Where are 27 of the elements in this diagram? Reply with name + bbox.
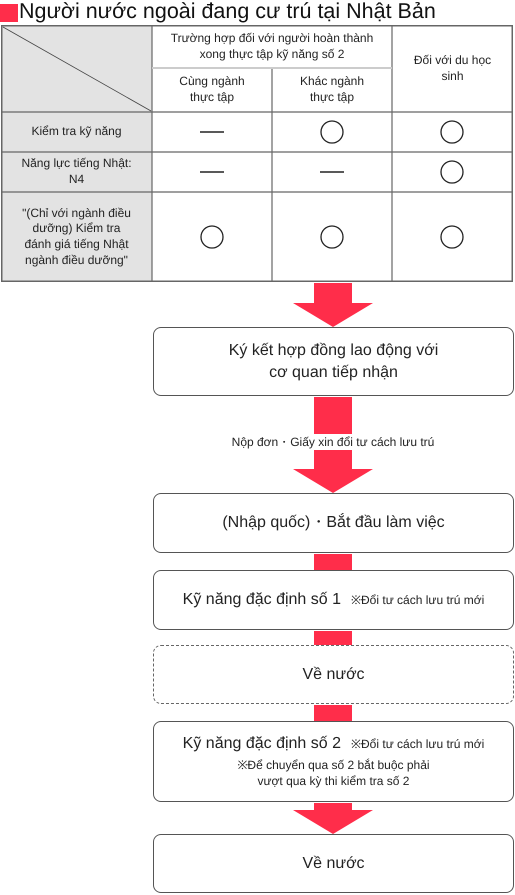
note: ※Đổi tư cách lưu trú mới (351, 592, 484, 609)
column-header: Trường hợp đối với người hoàn thành xong thực tập kỹ năng số 2 (170, 30, 374, 62)
title: Người nước ngoài đang cư trú tại Nhật Bản (19, 0, 436, 23)
step-text: (Nhập quốc)・Bắt đầu làm việc (222, 512, 445, 534)
process-box (153, 327, 514, 396)
step-text: Ký kết hợp đồng lao động với cơ quan tiếp nhận (228, 340, 440, 382)
process-box (153, 834, 514, 893)
arrow (293, 397, 373, 493)
process-box (153, 570, 514, 630)
step-text: Kỹ năng đặc định số 2 (182, 734, 342, 754)
step-text: Về nước (302, 854, 365, 874)
process-box (153, 721, 514, 802)
table (1, 25, 513, 282)
note: ※Để chuyển qua số 2 bắt buộc phải vượt qua kỳ thi kiểm tra số 2 (236, 756, 431, 790)
column-header: Khác ngành thực tập (298, 74, 366, 106)
step-text: Kỹ năng đặc định số 1 (182, 590, 342, 610)
row-header: Kiểm tra kỹ năng (30, 124, 123, 140)
arrow (293, 283, 373, 327)
column-header: Đối với du học sinh (412, 52, 492, 84)
process-box (153, 493, 514, 553)
row-header: Năng lực tiếng Nhật: N4 (20, 156, 133, 188)
row-header: "(Chỉ với ngành điều dưỡng) Kiểm tra đánh giá tiếng Nhật ngành điều dưỡng" (21, 206, 132, 268)
column-header: Cùng ngành thực tập (178, 74, 246, 106)
arrow (293, 803, 373, 834)
process-box (153, 645, 514, 704)
step-text: Về nước (302, 664, 365, 685)
note: ※Đổi tư cách lưu trú mới (351, 736, 484, 753)
